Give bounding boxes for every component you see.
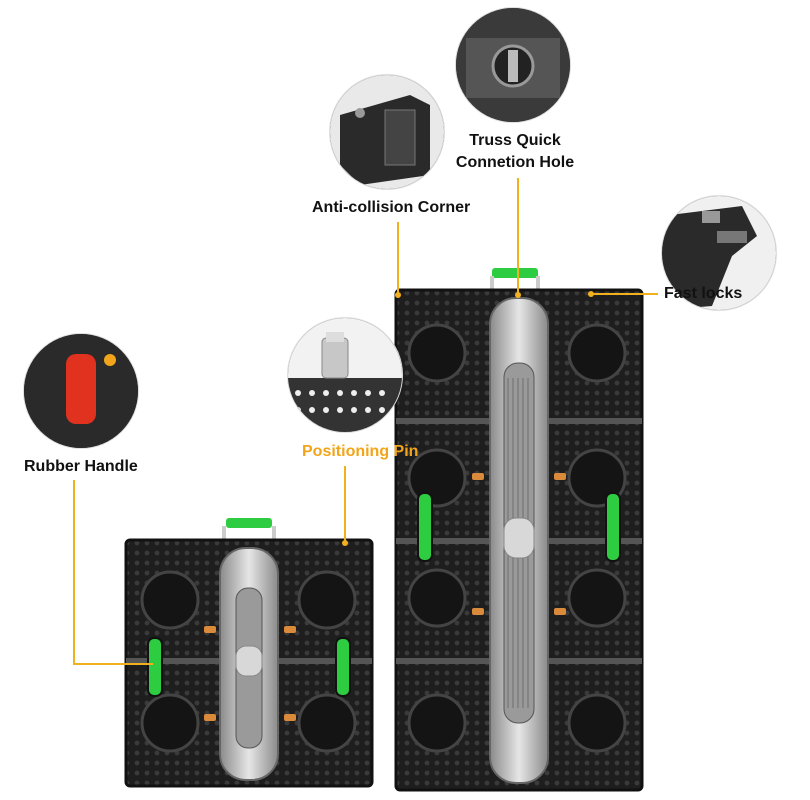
anti-collision-label: Anti-collision Corner bbox=[312, 199, 471, 216]
rubber-handle-leader-vertical bbox=[73, 480, 75, 664]
anti-collision-corner-detail-image bbox=[330, 75, 444, 189]
positioning-pin-leader-line bbox=[344, 466, 346, 544]
truss-hole-leader-dot bbox=[515, 292, 521, 298]
truss-hole-leader-line bbox=[517, 178, 519, 296]
rubber-handle-label: Rubber Handle bbox=[24, 458, 138, 475]
positioning-pin-label: Positioning Pin bbox=[302, 443, 419, 460]
fast-locks-label: Fast locks bbox=[664, 285, 743, 302]
positioning-pin-detail-image bbox=[288, 318, 402, 432]
truss-hole-label: Truss Quick Connetion Hole bbox=[455, 132, 575, 171]
truss-hole-detail-image bbox=[456, 8, 570, 122]
large-led-cabinet bbox=[392, 268, 646, 793]
anti-collision-leader-dot bbox=[395, 292, 401, 298]
rubber-handle-leader-horizontal bbox=[73, 663, 153, 665]
anti-collision-leader-line bbox=[397, 222, 399, 294]
fast-locks-leader-dot bbox=[588, 291, 594, 297]
fast-locks-detail-image bbox=[662, 196, 776, 310]
rubber-handle-detail-image bbox=[24, 334, 138, 448]
positioning-pin-leader-dot bbox=[342, 540, 348, 546]
small-led-cabinet bbox=[122, 518, 376, 790]
fast-locks-leader-line bbox=[592, 293, 658, 295]
